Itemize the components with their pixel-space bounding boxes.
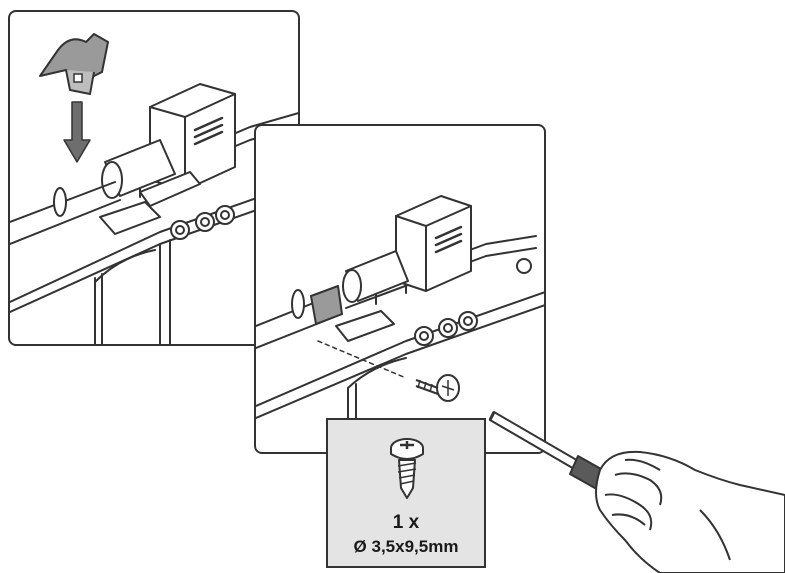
step-panel-screw — [254, 124, 546, 454]
screw-quantity: 1 x — [392, 512, 420, 533]
screw-icon — [415, 374, 460, 402]
hand-icon — [595, 450, 785, 573]
down-arrow-icon — [63, 101, 91, 163]
screw-callout: 1 x Ø 3,5x9,5mm — [326, 418, 486, 568]
clip-icon — [39, 33, 109, 95]
screwdriver-icon — [488, 411, 611, 493]
screw-fixing-illustration — [256, 195, 544, 452]
screw-icon — [390, 438, 424, 499]
screw-size: Ø 3,5x9,5mm — [353, 537, 459, 556]
